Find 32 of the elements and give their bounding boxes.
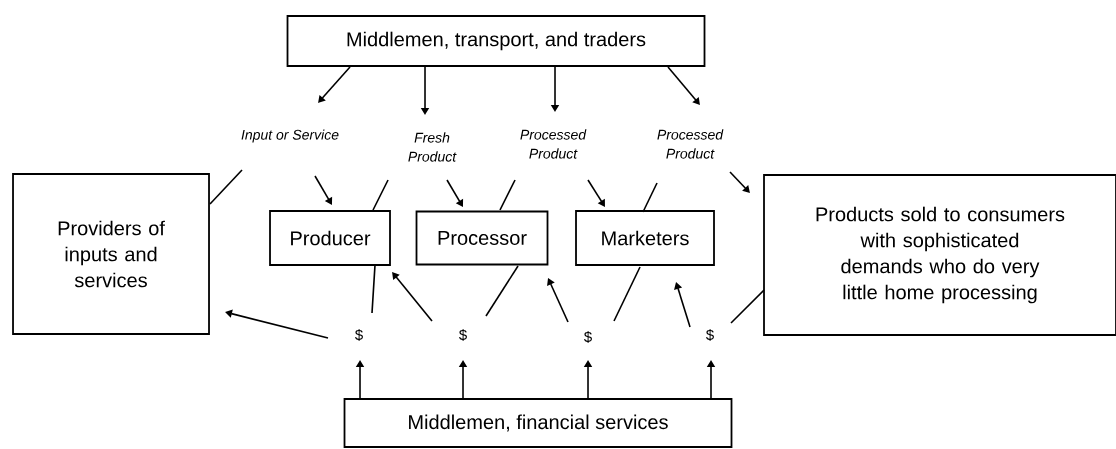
- flow-label: Fresh Product: [408, 132, 457, 162]
- flow-label: Processed Product: [520, 129, 587, 159]
- dollar-sign: $: [706, 328, 714, 342]
- arrow: [547, 278, 569, 323]
- flow-label: Input or Service: [241, 129, 339, 143]
- connector-line: [209, 169, 243, 205]
- dollar-sign: $: [584, 330, 592, 344]
- text-box: Middlemen, financial services: [343, 398, 733, 448]
- text-box: Marketers: [575, 210, 715, 266]
- text-box: Products sold to consumers with sophisticated demands who do very little home processing: [763, 174, 1116, 336]
- connector-line: [613, 266, 641, 322]
- arrow: [587, 179, 605, 207]
- connector-line: [642, 182, 658, 213]
- text-box: Providers of inputs and services: [12, 173, 210, 335]
- connector-line: [372, 179, 389, 211]
- arrow: [667, 66, 700, 105]
- arrow: [446, 179, 464, 207]
- arrow: [318, 66, 351, 103]
- text-box: Middlemen, transport, and traders: [286, 15, 706, 67]
- connector-line: [499, 179, 516, 211]
- arrow: [392, 272, 433, 322]
- arrow: [674, 282, 691, 328]
- arrow: [729, 171, 750, 193]
- flow-label: Processed Product: [657, 129, 724, 159]
- text-box: Producer: [269, 210, 391, 266]
- connector-line: [730, 289, 765, 324]
- dollar-sign: $: [355, 328, 363, 342]
- connector-line: [485, 265, 519, 317]
- text-box: Processor: [415, 210, 549, 266]
- arrow: [314, 175, 333, 205]
- connector-line: [371, 264, 376, 314]
- dollar-sign: $: [459, 328, 467, 342]
